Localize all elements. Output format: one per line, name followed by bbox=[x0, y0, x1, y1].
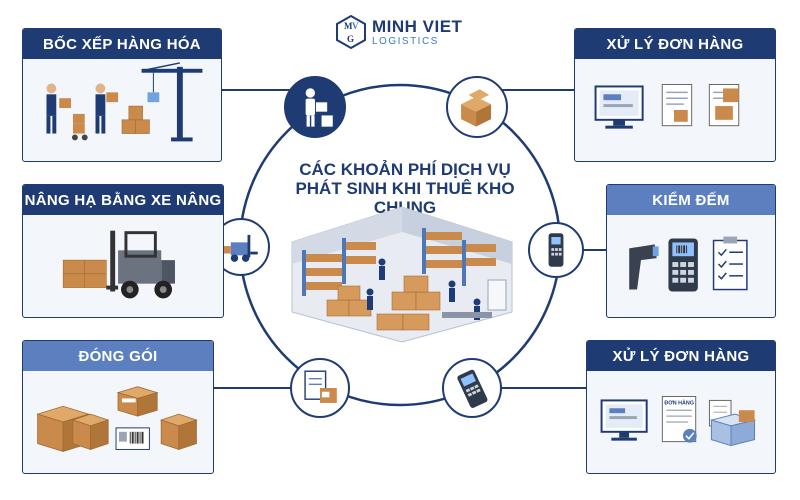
logo-name: MINH VIET bbox=[372, 16, 463, 36]
card-order-processing-bottom: XỬ LÝ ĐƠN HÀNG ĐƠN HÀNG bbox=[586, 340, 776, 474]
order-doc-label: ĐƠN HÀNG bbox=[664, 399, 694, 406]
card-loading: BỐC XẾP HÀNG HÓA bbox=[22, 28, 222, 162]
pos-terminal-icon bbox=[457, 369, 488, 408]
card-order-processing-bottom-title: XỬ LÝ ĐƠN HÀNG bbox=[587, 341, 775, 371]
center-title-line1: CÁC KHOẢN PHÍ DỊCH VỤ bbox=[299, 160, 511, 179]
svg-text:G: G bbox=[347, 34, 354, 44]
computer-documents-icon bbox=[594, 84, 740, 129]
card-packing-title: ĐÓNG GÓI bbox=[23, 341, 213, 371]
card-forklift: NÂNG HẠ BẰNG XE NÂNG bbox=[22, 184, 224, 318]
boxes-icon bbox=[36, 386, 198, 452]
workers-crane-icon bbox=[46, 62, 203, 142]
warehouse-illustration bbox=[291, 206, 513, 343]
order-processing-icon: ĐƠN HÀNG bbox=[600, 396, 757, 447]
handheld-scanner-icon bbox=[548, 233, 564, 267]
card-counting-title: KIỂM ĐẾM bbox=[607, 185, 775, 215]
logo-subtitle: LOGISTICS bbox=[372, 35, 439, 47]
card-counting: KIỂM ĐẾM bbox=[606, 184, 776, 318]
node-pos-terminal bbox=[442, 358, 502, 418]
node-boxes bbox=[446, 76, 508, 138]
node-worker-box bbox=[284, 76, 346, 138]
card-loading-title: BỐC XẾP HÀNG HÓA bbox=[23, 29, 221, 59]
scanner-checklist-icon bbox=[629, 236, 748, 292]
card-packing: ĐÓNG GÓI bbox=[22, 340, 214, 474]
card-order-processing-top: XỬ LÝ ĐƠN HÀNG bbox=[574, 28, 776, 162]
card-order-processing-top-title: XỬ LÝ ĐƠN HÀNG bbox=[575, 29, 775, 59]
node-scanner bbox=[528, 222, 584, 278]
svg-text:V: V bbox=[352, 21, 359, 31]
brand-logo: M V G MINH VIET LOGISTICS bbox=[336, 14, 476, 50]
logo-mark-icon: M V G bbox=[336, 15, 366, 49]
node-packing bbox=[290, 358, 350, 418]
card-forklift-title: NÂNG HẠ BẰNG XE NÂNG bbox=[23, 185, 223, 215]
forklift-small-icon bbox=[223, 234, 258, 262]
packing-list-icon bbox=[304, 370, 337, 403]
worker-box-icon bbox=[305, 88, 333, 127]
forklift-icon bbox=[62, 230, 175, 299]
stacked-boxes-icon bbox=[461, 89, 492, 127]
svg-text:M: M bbox=[344, 21, 353, 31]
